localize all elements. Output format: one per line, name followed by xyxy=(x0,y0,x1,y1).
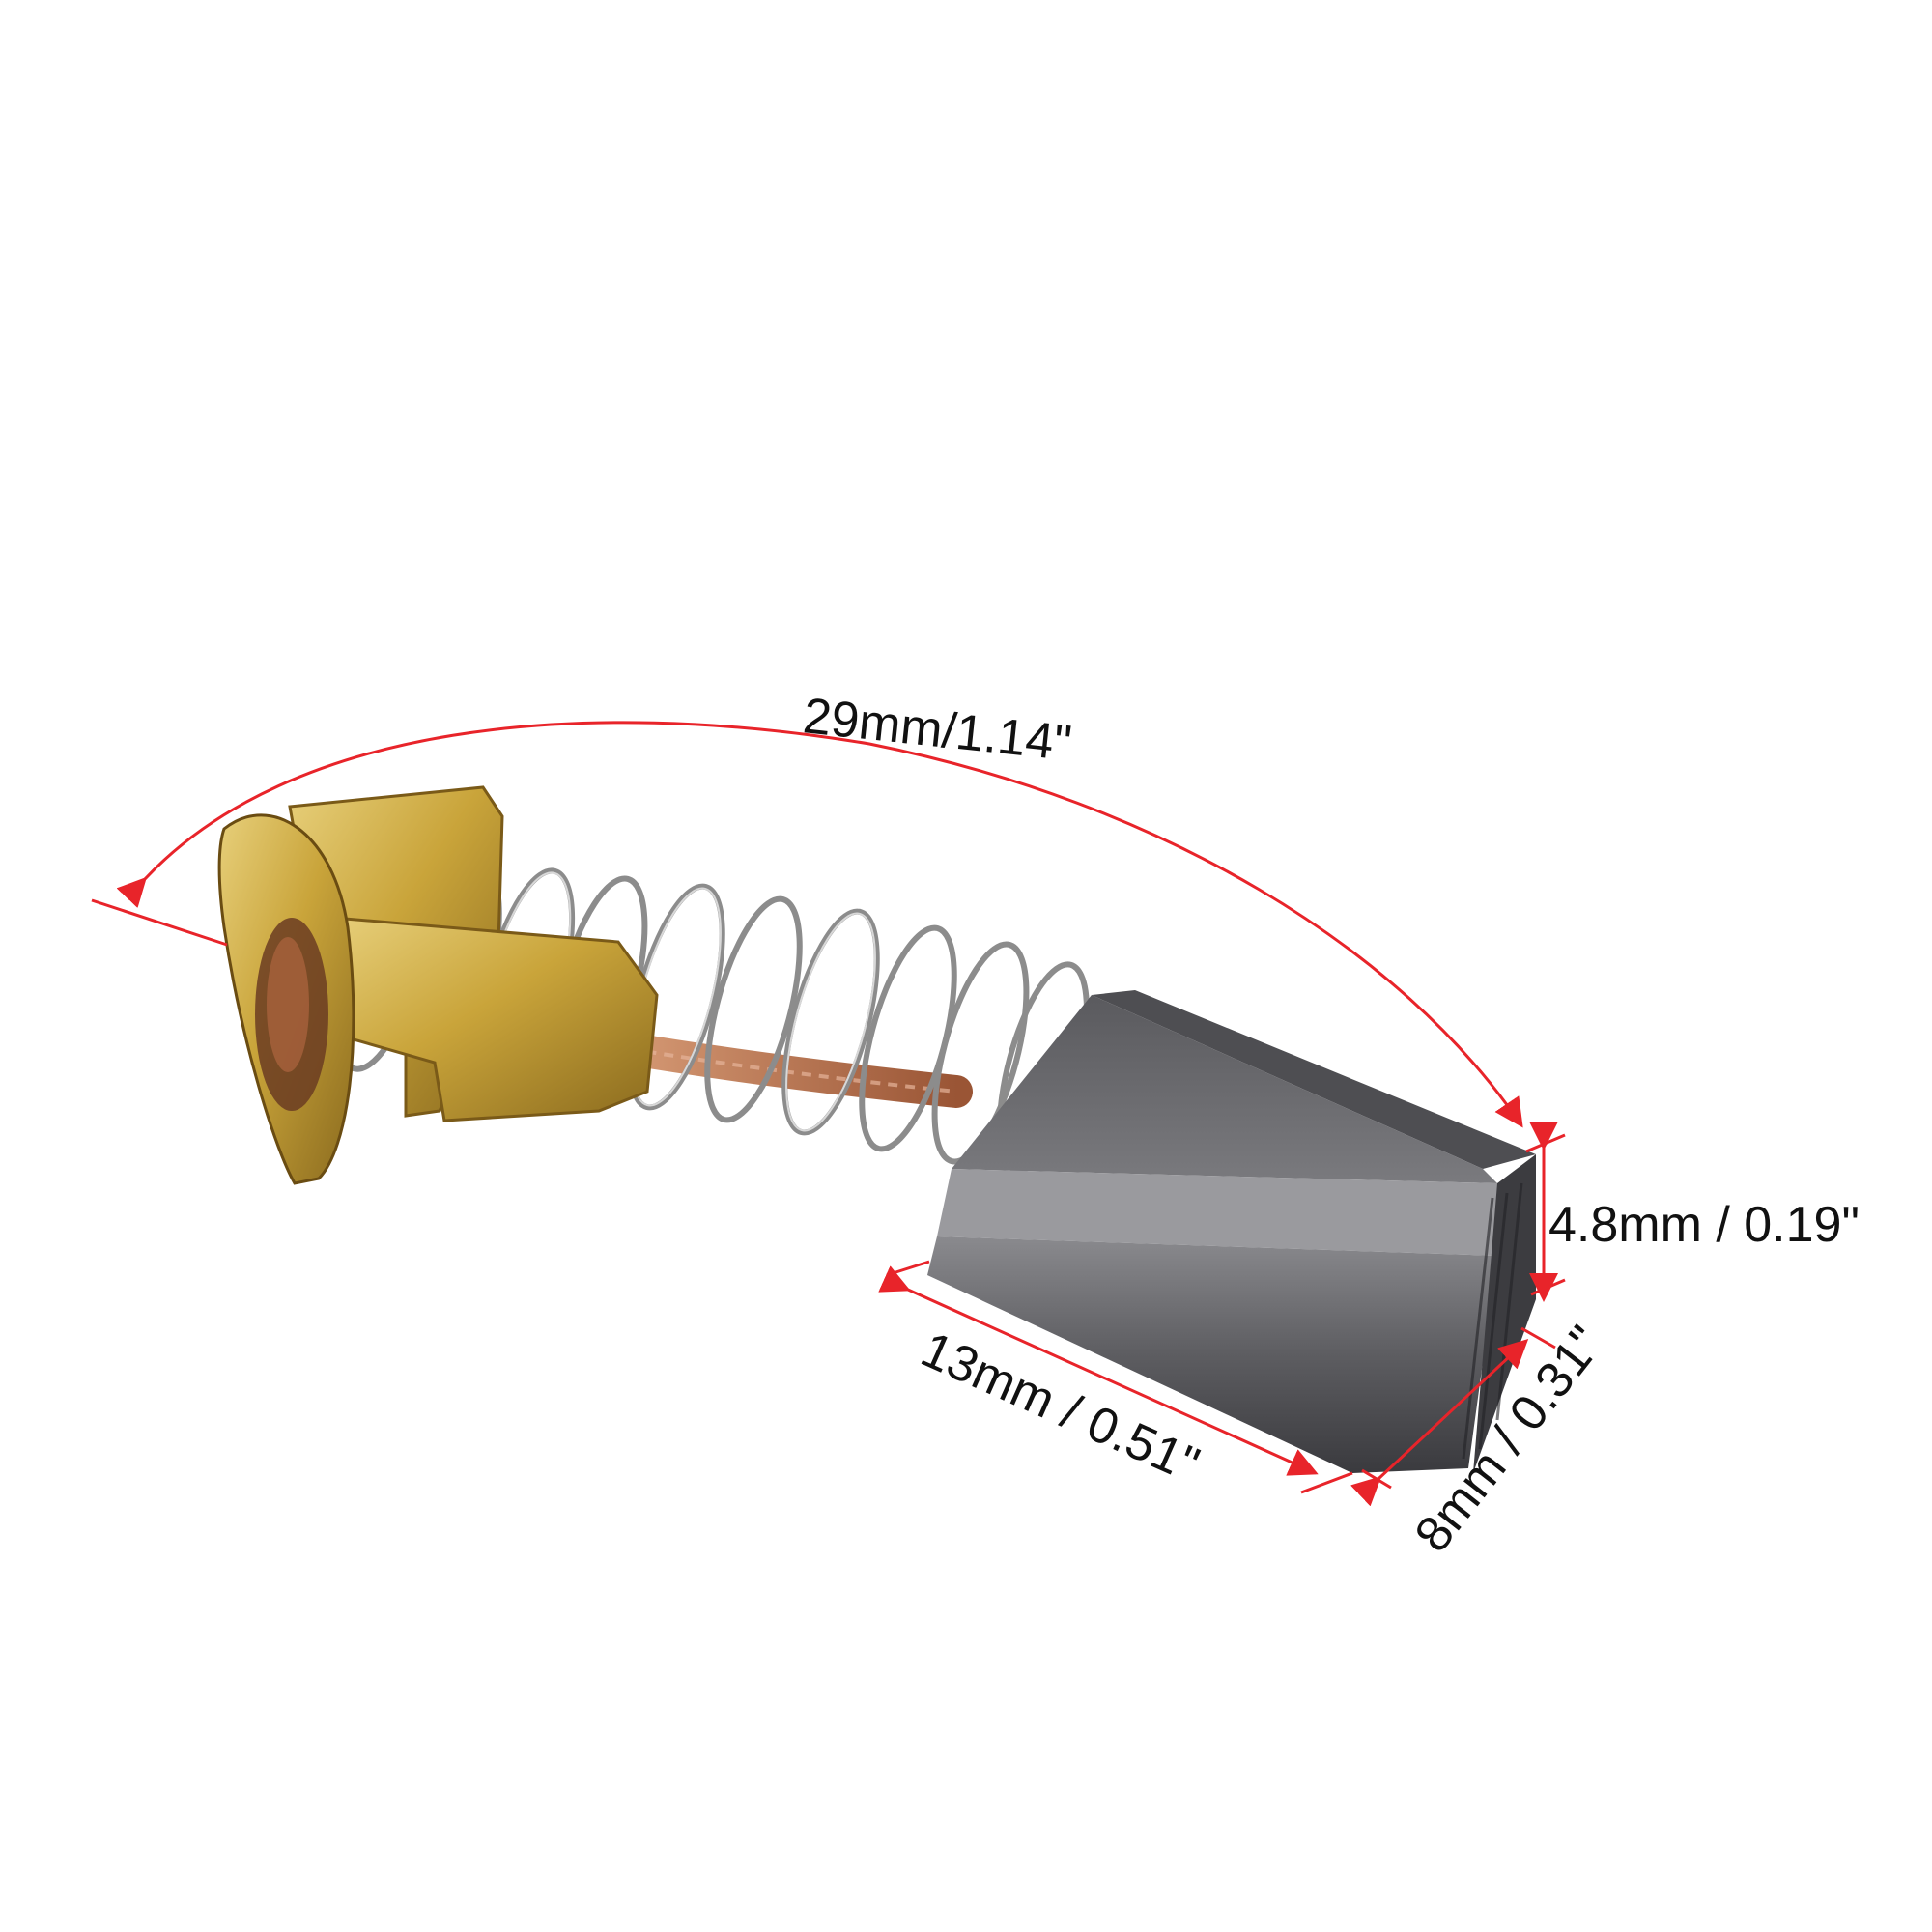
dimension-arc-overall-length xyxy=(91,721,1523,1128)
brass-terminal xyxy=(217,785,659,1185)
dimension-line-length xyxy=(878,1260,1353,1494)
dimension-line-width xyxy=(1350,1326,1556,1507)
height-label: 4.8mm / 0.19" xyxy=(1548,1197,1860,1253)
dimension-line-height xyxy=(1525,1122,1566,1302)
